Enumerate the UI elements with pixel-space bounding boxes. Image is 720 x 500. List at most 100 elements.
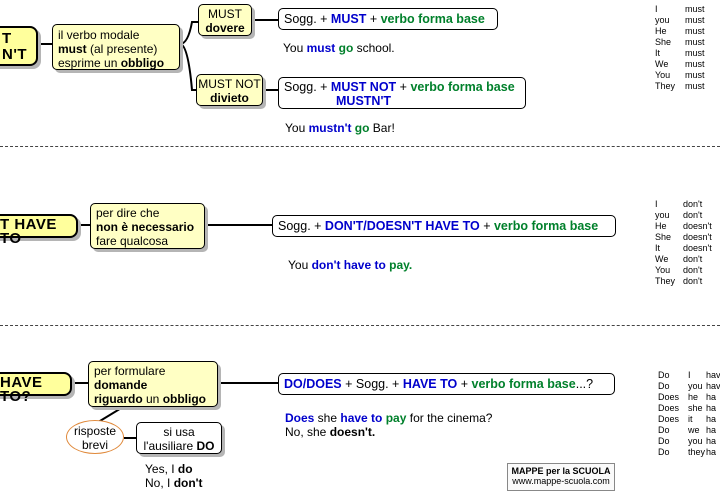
logo-url: www.mappe-scuola.com [512,476,610,486]
conjugation-pronoun: Do [658,436,670,446]
must-example: You must go school. [283,41,395,55]
mustnot-node-label: MUST NOT [198,77,261,91]
must-desc3-bold: obbligo [120,56,165,70]
mustnot-rule-contraction: MUSTN'T [336,94,392,108]
donthave-ex-modal: don't have to [311,258,386,272]
conjugation-verb: doesn't [683,232,712,242]
conjugation-pronoun: It [655,243,661,253]
conjugation-pronoun: Do [658,381,670,391]
must-desc-line3: esprime un obbligo [58,56,174,70]
must-rule-verb: MUST [330,12,367,26]
donthave-rule-c: + [479,219,494,233]
conjugation-pronoun: She [655,37,672,47]
conjugation-verb: ha [706,392,717,402]
conjugation-verb: must [685,81,705,91]
conjugation-verb: must [685,48,705,58]
mustnot-rule-base: verbo forma base [410,80,515,94]
donthave-root-node: T HAVE TO [0,214,78,246]
must-ex-verb: go [338,41,354,55]
must-desc-line1: il verbo modale [58,28,140,42]
must-node-label: MUST [208,7,242,21]
conjugation-pronoun: Does [658,414,680,424]
conjugation-pronoun: Does [658,392,680,402]
conjugation-pronoun: She [655,232,672,242]
question-ex-f: for the cinema? [406,411,493,425]
conjugation-pronoun: He [655,26,667,36]
mustnot-rule-line1: Sogg. + MUST NOT + verbo forma base [284,80,520,94]
question-ex-modal: have to [340,411,383,425]
auxiliary-line2-a: l'ausiliare [143,439,197,453]
conjugation-pronoun: you [655,15,670,25]
question-ex-b: she [314,411,341,425]
short-answers-line2: brevi [81,438,108,452]
mustnot-ex-rest: Bar! [369,121,395,135]
section-divider-2 [0,325,720,326]
conjugation-subject: I [688,370,691,380]
conjugation-verb: don't [683,276,703,286]
conjugation-pronoun: I [655,199,658,209]
conjugation-verb: ha [706,414,717,424]
donthave-ex-verb: pay. [389,258,413,272]
donthave-ex-a: You [288,258,312,272]
conjugation-verb: doesn't [683,221,712,231]
conjugation-pronoun: They [655,276,676,286]
must-rule-box: Sogg. + MUST + verbo forma base [278,8,498,30]
question-ans-a: No, she [285,425,330,439]
short-answers-line1: risposte [73,424,117,438]
conjugation-subject: you [688,436,703,446]
must-ex-a: You [283,41,307,55]
must-desc-bold: must [58,42,87,56]
short-answers-node: risposte brevi [66,420,124,454]
donthave-rule-verb: DON'T/DOESN'T HAVE TO [324,219,480,233]
donthave-rule-base: verbo forma base [493,219,599,233]
conjugation-subject: she [688,403,703,413]
donthave-desc-line1: per dire che [96,206,160,220]
mustnot-rule-c: + [396,80,411,94]
conjugation-verb: ha [706,425,717,435]
short-no-a: No, I [145,476,174,490]
conjugation-verb: hav [706,381,720,391]
mustnot-ex-verb: go [354,121,370,135]
must-rule-c: + [366,12,381,26]
question-answer: No, she doesn't. [285,425,375,439]
auxiliary-do-node: si usa l'ausiliare DO [136,422,222,454]
short-answer-yes: Yes, I do [145,462,193,476]
must-node-meaning: dovere [205,21,245,35]
must-rule-a: Sogg. + [284,12,331,26]
donthave-rule-a: Sogg. + [278,219,325,233]
conjugation-pronoun: He [655,221,667,231]
conjugation-verb: must [685,59,705,69]
conjugation-verb: ha [706,447,717,457]
mustnot-node-meaning: divieto [210,91,249,105]
question-desc-line3: riguardo un obbligo [94,392,212,406]
question-desc-line1: per formulare [94,364,166,378]
conjugation-verb: doesn't [683,243,712,253]
conjugation-pronoun: Do [658,425,670,435]
conjugation-pronoun: It [655,48,661,58]
conjugation-subject: it [688,414,693,424]
conjugation-pronoun: Do [658,447,670,457]
must-description-node: il verbo modale must (al presente) espri… [52,24,180,70]
mustnot-rule-a: Sogg. + [284,80,331,94]
conjugation-verb: must [685,37,705,47]
donthave-desc-line2: non è necessario [96,220,195,234]
mustnot-rule-verb: MUST NOT [330,80,397,94]
donthave-desc-line3: fare qualcosa [96,234,169,248]
short-yes-a: Yes, I [145,462,178,476]
conjugation-pronoun: You [655,265,671,275]
must-ex-modal: must [306,41,336,55]
conjugation-row: They must [655,81,720,92]
conjugation-pronoun: They [655,81,676,91]
mappe-scuola-logo: MAPPE per la SCUOLA www.mappe-scuola.com [507,463,615,491]
question-desc3-rest: un [142,392,163,406]
